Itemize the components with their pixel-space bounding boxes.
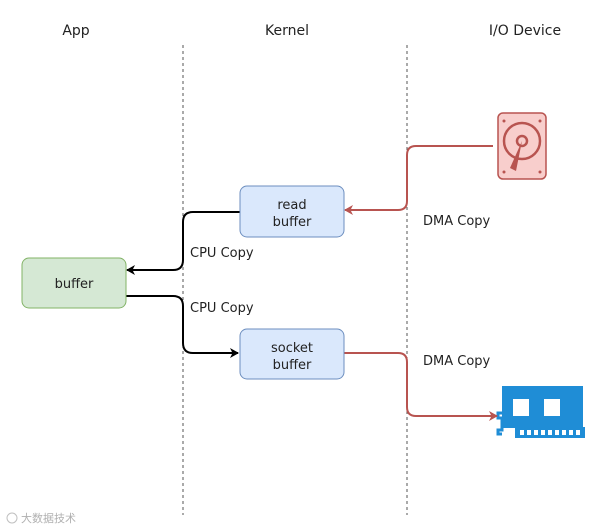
dma-copy-disk-to-read-buffer-arrow xyxy=(344,145,493,215)
watermark: 大数据技术 xyxy=(6,511,76,525)
read-buffer-label-line2: buffer xyxy=(273,215,312,230)
edge-label-dma-copy-write: DMA Copy xyxy=(423,354,491,369)
read-buffer-label-line1: read xyxy=(277,198,306,213)
socket-buffer-label-line2: buffer xyxy=(273,358,312,373)
column-label-app: App xyxy=(62,23,89,39)
read-buffer-node: read buffer xyxy=(239,185,345,238)
dma-copy-socket-buffer-to-nic-arrow xyxy=(344,352,498,421)
hard-disk-icon xyxy=(497,112,547,180)
watermark-text: 大数据技术 xyxy=(21,511,76,525)
column-label-io-device: I/O Device xyxy=(489,23,561,39)
socket-buffer-node: socket buffer xyxy=(239,328,345,380)
edge-label-dma-copy-read: DMA Copy xyxy=(423,214,491,229)
cpu-copy-read-buffer-to-app-arrow xyxy=(126,211,240,275)
socket-buffer-label-line1: socket xyxy=(271,341,313,356)
edge-label-cpu-copy-write: CPU Copy xyxy=(190,301,254,316)
app-buffer-label: buffer xyxy=(55,277,94,292)
app-buffer-node: buffer xyxy=(21,257,127,309)
edge-label-cpu-copy-read: CPU Copy xyxy=(190,246,254,261)
network-card-icon xyxy=(496,386,585,438)
cpu-copy-app-to-socket-buffer-arrow xyxy=(126,295,239,358)
column-label-kernel: Kernel xyxy=(265,23,309,39)
